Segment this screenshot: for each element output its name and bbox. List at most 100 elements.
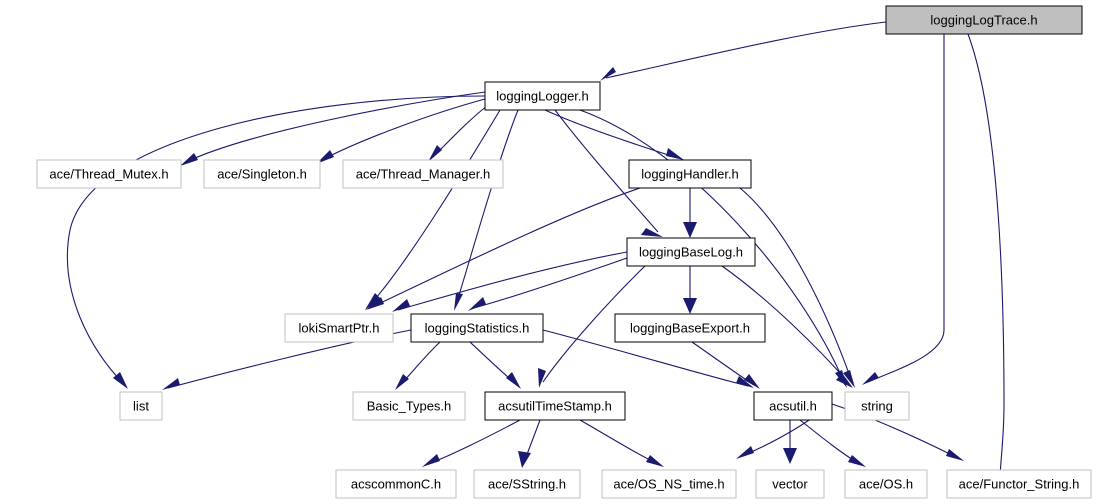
- edges-layer: [66, 21, 1005, 481]
- node-acscommonC[interactable]: acscommonC.h: [335, 469, 457, 499]
- edge-arrowhead: [646, 455, 664, 467]
- node-label: loggingHandler.h: [641, 166, 739, 181]
- edge-loggingBaseLog-to-string: [721, 265, 853, 388]
- edge-acsutilTimeStamp-to-aceOSNSTime: [579, 419, 664, 467]
- edge-arrowhead: [848, 455, 866, 467]
- node-list[interactable]: list: [119, 391, 163, 421]
- edge-arrowhead: [180, 153, 198, 166]
- node-label: ace/OS_NS_time.h: [613, 476, 724, 491]
- edge-acsutilTimeStamp-to-acscommonC: [422, 419, 521, 467]
- edge-arrowhead: [843, 370, 855, 388]
- edge-loggingLogger-to-loggingStatistics: [454, 109, 519, 311]
- node-aceFunctorString[interactable]: ace/Functor_String.h: [946, 469, 1092, 499]
- node-box[interactable]: [755, 469, 825, 499]
- node-box[interactable]: [946, 469, 1092, 499]
- edge-arrowhead: [666, 148, 684, 160]
- node-box[interactable]: [844, 469, 928, 499]
- node-label: ace/Functor_String.h: [959, 476, 1080, 491]
- edge-loggingLogger-to-threadManager: [428, 105, 488, 162]
- node-box[interactable]: [473, 469, 581, 499]
- edge-arrowhead: [683, 222, 697, 238]
- node-box[interactable]: [119, 391, 163, 421]
- edge-loggingLogTrace-to-aceFunctorString: [967, 33, 1005, 481]
- edge-arrowhead: [518, 451, 531, 468]
- node-aceOS[interactable]: ace/OS.h: [844, 469, 928, 499]
- node-label: loggingLogger.h: [496, 88, 589, 103]
- edge-arrowhead: [783, 448, 797, 464]
- node-singleton[interactable]: ace/Singleton.h: [203, 159, 321, 189]
- node-loggingLogger[interactable]: loggingLogger.h: [484, 81, 601, 111]
- edge-arrowhead: [600, 67, 616, 81]
- edge-loggingLogger-to-threadMutex: [180, 91, 486, 166]
- node-box[interactable]: [753, 391, 833, 421]
- edge-arrowhead: [365, 293, 381, 310]
- node-box[interactable]: [614, 313, 766, 343]
- edge-loggingLogger-to-loggingHandler: [544, 109, 684, 160]
- edge-arrowhead: [836, 373, 853, 388]
- node-string[interactable]: string: [844, 391, 910, 421]
- node-basicTypes[interactable]: Basic_Types.h: [352, 391, 466, 421]
- edge-arrowhead: [736, 446, 754, 459]
- node-box[interactable]: [284, 313, 394, 343]
- node-label: ace/Singleton.h: [217, 166, 307, 181]
- node-box[interactable]: [885, 5, 1083, 35]
- node-box[interactable]: [844, 391, 910, 421]
- node-box[interactable]: [484, 81, 601, 111]
- node-label: ace/OS.h: [859, 476, 913, 491]
- node-acsutil[interactable]: acsutil.h: [753, 391, 833, 421]
- edge-arrowhead: [468, 297, 486, 311]
- edge-loggingBaseLog-to-lokiSmartPtr: [392, 251, 628, 312]
- node-box[interactable]: [410, 313, 544, 343]
- node-box[interactable]: [601, 469, 737, 499]
- edge-arrowhead: [946, 449, 964, 461]
- node-label: acsutil.h: [769, 398, 817, 413]
- edge-arrowhead: [162, 378, 180, 390]
- node-box[interactable]: [36, 159, 182, 189]
- node-label: ace/SString.h: [488, 476, 566, 491]
- edge-arrowhead: [744, 374, 760, 389]
- node-box[interactable]: [203, 159, 321, 189]
- node-threadManager[interactable]: ace/Thread_Manager.h: [342, 159, 504, 189]
- edge-arrowhead: [428, 145, 442, 162]
- node-loggingHandler[interactable]: loggingHandler.h: [628, 159, 752, 189]
- node-label: acsutilTimeStamp.h: [498, 398, 612, 413]
- edge-loggingLogTrace-to-string: [862, 34, 945, 385]
- edge-arrowhead: [538, 368, 546, 388]
- edge-arrowhead: [862, 372, 879, 385]
- edge-arrowhead: [395, 374, 409, 390]
- node-vector[interactable]: vector: [755, 469, 825, 499]
- node-threadMutex[interactable]: ace/Thread_Mutex.h: [36, 159, 182, 189]
- node-label: ace/Thread_Manager.h: [356, 166, 490, 181]
- edge-loggingStatistics-to-acsutilTimeStamp: [469, 341, 521, 389]
- edge-acsutil-to-aceOS: [799, 419, 866, 467]
- edge-loggingStatistics-to-basicTypes: [395, 341, 441, 390]
- node-loggingLogTrace[interactable]: loggingLogTrace.h: [885, 5, 1083, 35]
- node-loggingBaseLog[interactable]: loggingBaseLog.h: [626, 237, 756, 267]
- node-box[interactable]: [352, 391, 466, 421]
- node-label: loggingBaseExport.h: [630, 320, 750, 335]
- edge-loggingHandler-to-loggingBaseLog: [683, 188, 697, 238]
- nodes-layer: loggingLogTrace.h loggingLogger.h ace/Thre…: [36, 5, 1092, 499]
- node-label: ace/Thread_Mutex.h: [49, 166, 168, 181]
- node-box[interactable]: [335, 469, 457, 499]
- node-aceOSNSTime[interactable]: ace/OS_NS_time.h: [601, 469, 737, 499]
- edge-arrowhead: [736, 376, 754, 388]
- edge-loggingBaseExport-to-acsutil: [691, 341, 760, 389]
- edge-loggingLogger-to-singleton: [316, 98, 486, 164]
- node-box[interactable]: [628, 159, 752, 189]
- node-acsutilTimeStamp[interactable]: acsutilTimeStamp.h: [484, 391, 626, 421]
- node-lokiSmartPtr[interactable]: lokiSmartPtr.h: [284, 313, 394, 343]
- node-label: loggingBaseLog.h: [639, 244, 743, 259]
- edge-loggingBaseLog-to-loggingStatistics: [468, 257, 628, 311]
- node-label: vector: [772, 476, 808, 491]
- node-aceSString[interactable]: ace/SString.h: [473, 469, 581, 499]
- node-box[interactable]: [484, 391, 626, 421]
- node-loggingStatistics[interactable]: loggingStatistics.h: [410, 313, 544, 343]
- node-box[interactable]: [342, 159, 504, 189]
- node-loggingBaseExport[interactable]: loggingBaseExport.h: [614, 313, 766, 343]
- node-label: loggingStatistics.h: [425, 320, 530, 335]
- node-box[interactable]: [626, 237, 756, 267]
- edge-loggingHandler-to-string: [739, 187, 855, 388]
